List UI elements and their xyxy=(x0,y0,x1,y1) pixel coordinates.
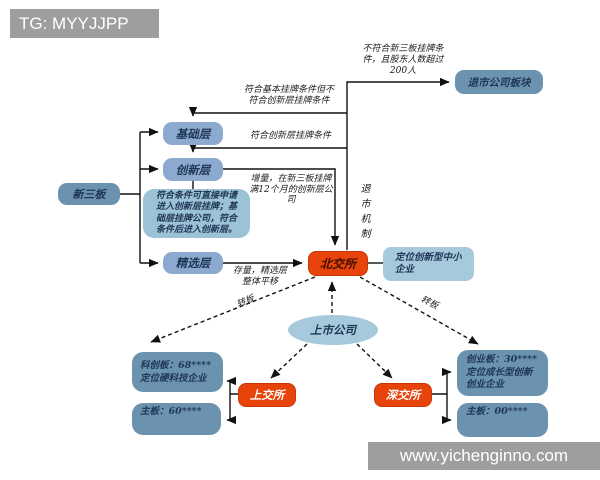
edge-label-line: 司 xyxy=(286,195,296,205)
node-jichuceng: 基础层 xyxy=(163,122,223,145)
edge-label-line: 满12个月的创新层公 xyxy=(249,184,333,195)
website-watermark-banner: www.yichenginno.com xyxy=(368,442,600,470)
node-xinsanban: 新三板 xyxy=(58,183,120,205)
node-shenjiaosuo: 深交所 xyxy=(374,383,432,407)
node-shangjiaosuo: 上交所 xyxy=(238,383,296,407)
edge-label-cunliang: 存量，精选层 整体平移 xyxy=(224,266,296,288)
callout-cengji-rule: 符合条件可直接申请 进入创新层挂牌；基 础层挂牌公司，符合 条件后进入创新层。 xyxy=(143,189,250,238)
node-line: 定位成长型创新 xyxy=(466,366,533,378)
callout-line: 进入创新层挂牌；基 xyxy=(155,202,237,212)
tg-watermark-banner: TG: MYYJJPP xyxy=(10,9,159,38)
callout-line: 础层挂牌公司，符合 xyxy=(155,213,237,224)
edge-label-line: 整体平移 xyxy=(241,277,278,287)
node-beijiaosuo: 北交所 xyxy=(308,251,368,276)
edge-label-basic-qualified: 符合基本挂牌条件但不 符合创新层挂牌条件 xyxy=(236,85,342,106)
edge-label-line: 符合基本挂牌条件但不 xyxy=(243,85,334,95)
node-chuangxinceng: 创新层 xyxy=(163,158,223,181)
callout-line: 定位创新型中小 xyxy=(395,252,462,263)
edge-label-innovation-qualified: 符合创新层挂牌条件 xyxy=(249,131,331,141)
node-shangshi-gongsi: 上市公司 xyxy=(288,315,378,345)
callout-line: 条件后进入创新层。 xyxy=(155,225,237,235)
edge-label-zengliang: 增量，在新三板挂牌 满12个月的创新层公 司 xyxy=(243,174,339,206)
edge-label-line: 不符合新三板挂牌条 xyxy=(362,44,444,54)
node-line: 定位硬科技企业 xyxy=(140,373,207,384)
edge-label-line: 存量，精选层 xyxy=(232,266,287,276)
node-line: 创业企业 xyxy=(466,379,505,391)
node-tuishi-board: 退市公司板块 xyxy=(455,70,543,94)
edge-label-line: 件，且股东人数超过 xyxy=(362,55,444,65)
node-line: 创业板：30**** xyxy=(466,354,538,366)
callout-beijiaosuo-dingwei: 定位创新型中小 企业 xyxy=(383,247,474,281)
edge-label-line: 200人 xyxy=(389,66,417,76)
callout-line: 符合条件可直接申请 xyxy=(155,190,237,201)
node-chuangyeban: 创业板：30**** 定位成长型创新 创业企业 xyxy=(457,350,548,396)
node-kechuangban: 科创板：68**** 定位硬科技企业 xyxy=(132,352,223,392)
edge-label-delisting-mechanism: 退市机制 xyxy=(358,183,369,243)
node-zhuban-sz: 主板：00**** xyxy=(457,403,548,437)
callout-line: 企业 xyxy=(395,264,415,275)
edge-label-not-qualified: 不符合新三板挂牌条 件，且股东人数超过 200人 xyxy=(352,44,454,77)
node-zhuban-sh: 主板：60**** xyxy=(132,403,221,435)
edge-label-line: 符合创新层挂牌条件 xyxy=(248,95,330,106)
node-jingxuanceng: 精选层 xyxy=(163,252,223,274)
node-line: 科创板：68**** xyxy=(140,360,212,371)
edge-label-line: 增量，在新三板挂牌 xyxy=(250,174,332,184)
